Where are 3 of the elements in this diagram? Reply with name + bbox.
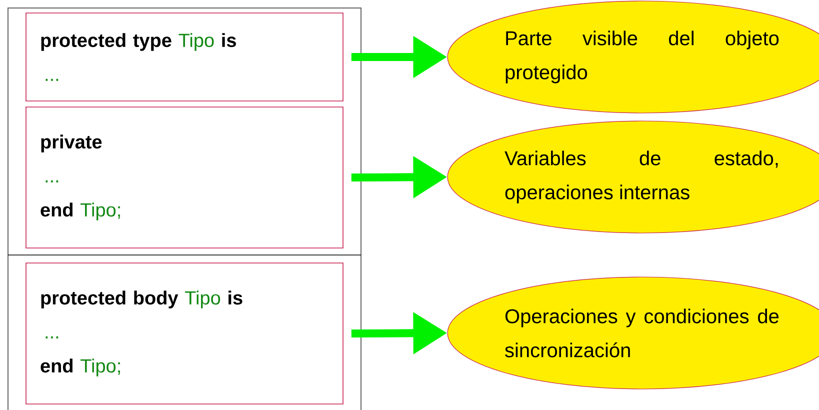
code-box: protected body Tipo is ... end Tipo; bbox=[26, 262, 344, 404]
code-box: protected type Tipo is ... bbox=[26, 12, 344, 102]
code-box: private ... end Tipo; bbox=[26, 106, 344, 248]
